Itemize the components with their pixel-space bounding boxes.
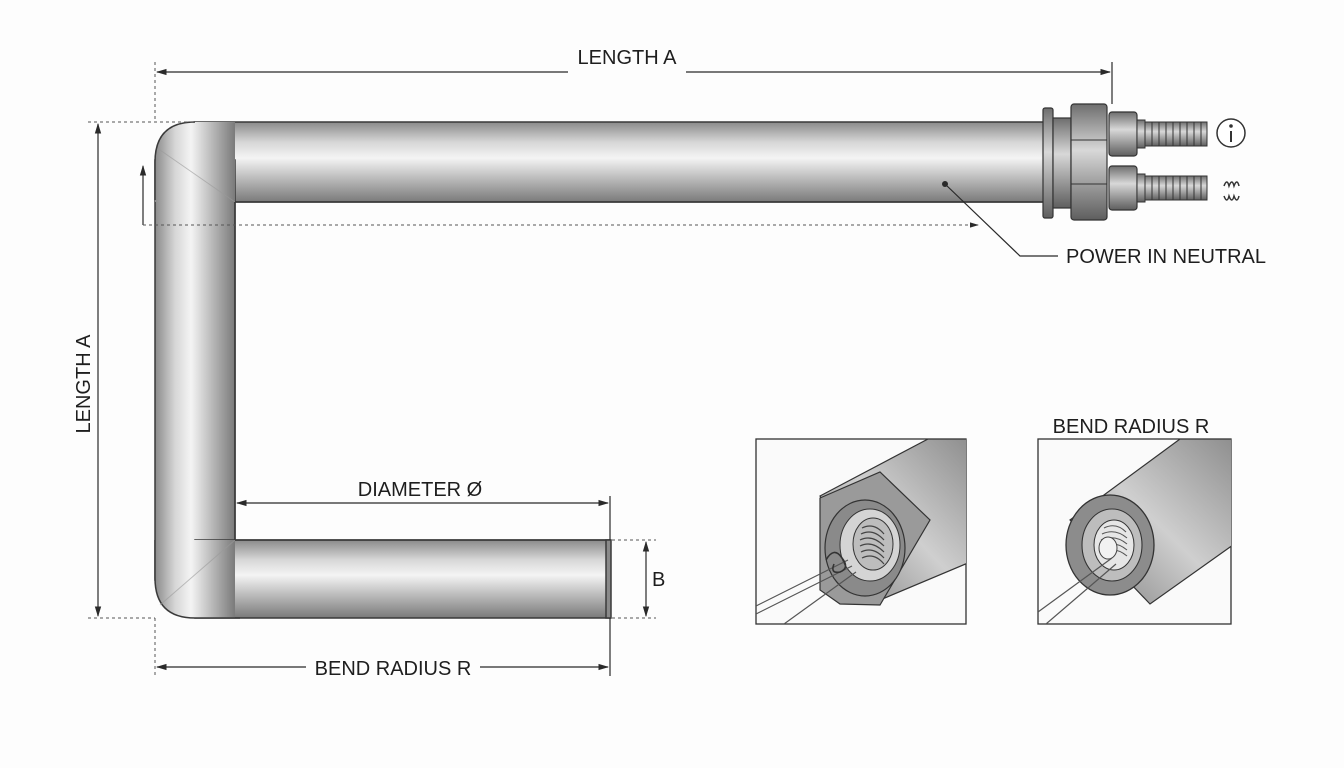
heater-tube bbox=[154, 121, 1048, 619]
dim-bend-radius-bottom: BEND RADIUS R bbox=[154, 618, 611, 680]
label-length-a-top: LENGTH A bbox=[578, 47, 678, 69]
label-b: B bbox=[652, 569, 665, 591]
label-diameter: DIAMETER Ø bbox=[358, 479, 482, 501]
label-bend-radius-bottom: BEND RADIUS R bbox=[315, 658, 472, 680]
label-bend-radius-inset: BEND RADIUS R bbox=[1053, 416, 1210, 438]
dim-length-a-top: LENGTH A bbox=[154, 47, 1113, 122]
dim-tube-thickness bbox=[139, 164, 979, 228]
terminal-fitting bbox=[1042, 103, 1208, 221]
dim-diameter: DIAMETER Ø bbox=[235, 479, 611, 540]
dim-length-a-side: LENGTH A bbox=[73, 121, 195, 619]
coil-icon bbox=[1223, 181, 1240, 201]
dim-b: B bbox=[612, 539, 665, 619]
label-power-in-neutral: POWER IN NEUTRAL bbox=[1066, 246, 1266, 268]
info-circle-icon bbox=[1216, 118, 1246, 148]
callout-power-in-neutral: POWER IN NEUTRAL bbox=[942, 181, 1266, 268]
inset-cross-section-view: BEND RADIUS R bbox=[1037, 416, 1232, 625]
inset-cutaway-view bbox=[755, 438, 967, 625]
label-length-a-side: LENGTH A bbox=[73, 334, 95, 434]
